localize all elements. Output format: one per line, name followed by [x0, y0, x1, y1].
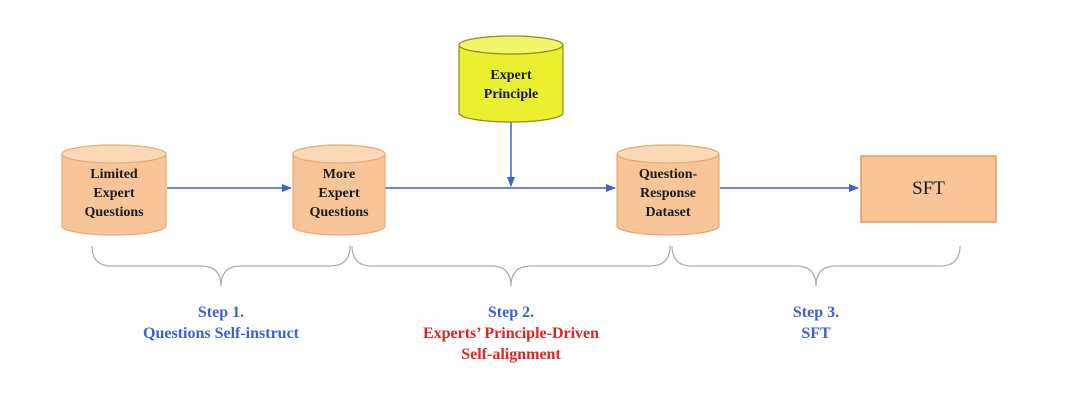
step-2-title: Step 2.	[487, 304, 535, 321]
limited-questions-cylinder	[61, 144, 167, 236]
dataset-line-2: Response	[639, 186, 696, 201]
step-1-subtitle: Questions Self-instruct	[143, 325, 299, 342]
more-questions-cylinder	[292, 144, 386, 236]
limited-questions-label: Limited Expert Questions	[62, 165, 166, 222]
expert-principle-label: Expert Principle	[459, 66, 563, 104]
limited-questions-line-2: Expert	[93, 186, 135, 201]
more-questions-label: More Expert Questions	[293, 165, 385, 222]
dataset-line-1: Question-	[638, 167, 698, 182]
step-2-subtitle-line-1: Experts’ Principle-Driven	[422, 325, 600, 342]
step-3-label: Step 3. SFT	[746, 302, 886, 344]
dataset-line-3: Dataset	[645, 205, 691, 220]
limited-questions-line-1: Limited	[90, 167, 138, 182]
step-1-label: Step 1. Questions Self-instruct	[121, 302, 321, 344]
dataset-cylinder	[616, 144, 720, 236]
step-1-title: Step 1.	[197, 304, 245, 321]
sft-box	[860, 155, 997, 223]
dataset-label: Question- Response Dataset	[613, 165, 723, 222]
more-questions-line-1: More	[322, 167, 356, 182]
step-2-label: Step 2. Experts’ Principle-Driven Self-a…	[396, 302, 626, 365]
brace-step-2	[351, 245, 671, 287]
expert-principle-line-1: Expert	[490, 68, 532, 83]
more-questions-line-2: Expert	[318, 186, 360, 201]
sft-box-label: SFT	[912, 178, 945, 199]
expert-principle-line-2: Principle	[483, 87, 539, 102]
more-questions-line-3: Questions	[309, 205, 369, 220]
step-3-title: Step 3.	[792, 304, 840, 321]
step-2-subtitle-line-2: Self-alignment	[461, 346, 561, 363]
brace-step-3	[671, 245, 961, 287]
expert-principle-cylinder	[458, 35, 564, 123]
brace-step-1	[91, 245, 351, 287]
limited-questions-line-3: Questions	[84, 205, 144, 220]
step-3-subtitle: SFT	[801, 325, 831, 342]
